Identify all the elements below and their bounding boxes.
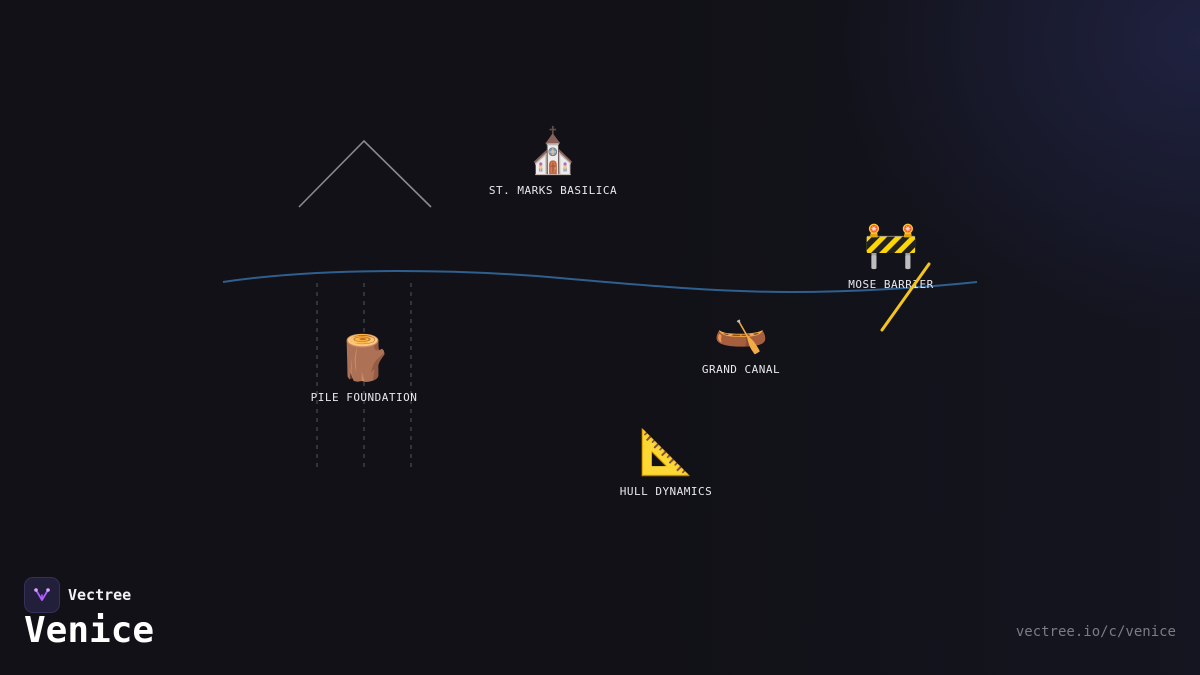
vectree-logo-icon [24, 577, 60, 613]
page-url[interactable]: vectree.io/c/venice [1015, 624, 1176, 640]
node-label: ST. MARKS BASILICA [488, 184, 618, 197]
page-title: Venice [24, 610, 155, 651]
node-label: GRAND CANAL [701, 363, 781, 376]
node-basilica[interactable]: ⛪ ST. MARKS BASILICA [489, 126, 617, 197]
canoe-icon: 🛶 [713, 305, 769, 356]
node-pile-foundation[interactable]: 🪵 PILE FOUNDATION [311, 333, 418, 404]
node-grand-canal[interactable]: 🛶 GRAND CANAL [702, 305, 780, 376]
wood-log-icon: 🪵 [336, 333, 392, 384]
triangular-ruler-icon: 📐 [638, 427, 694, 478]
brand-name: Vectree [68, 586, 132, 604]
node-label: PILE FOUNDATION [310, 391, 418, 404]
construction-barrier-icon: 🚧 [863, 220, 919, 271]
node-mose-barrier[interactable]: 🚧 MOSE BARRIER [848, 220, 933, 291]
brand[interactable]: Vectree [24, 577, 131, 613]
church-icon: ⛪ [525, 126, 581, 177]
node-label: HULL DYNAMICS [619, 485, 713, 498]
node-hull-dynamics[interactable]: 📐 HULL DYNAMICS [620, 427, 713, 498]
node-label: MOSE BARRIER [848, 278, 934, 291]
water-line [222, 270, 978, 294]
roof-outline [298, 139, 432, 208]
